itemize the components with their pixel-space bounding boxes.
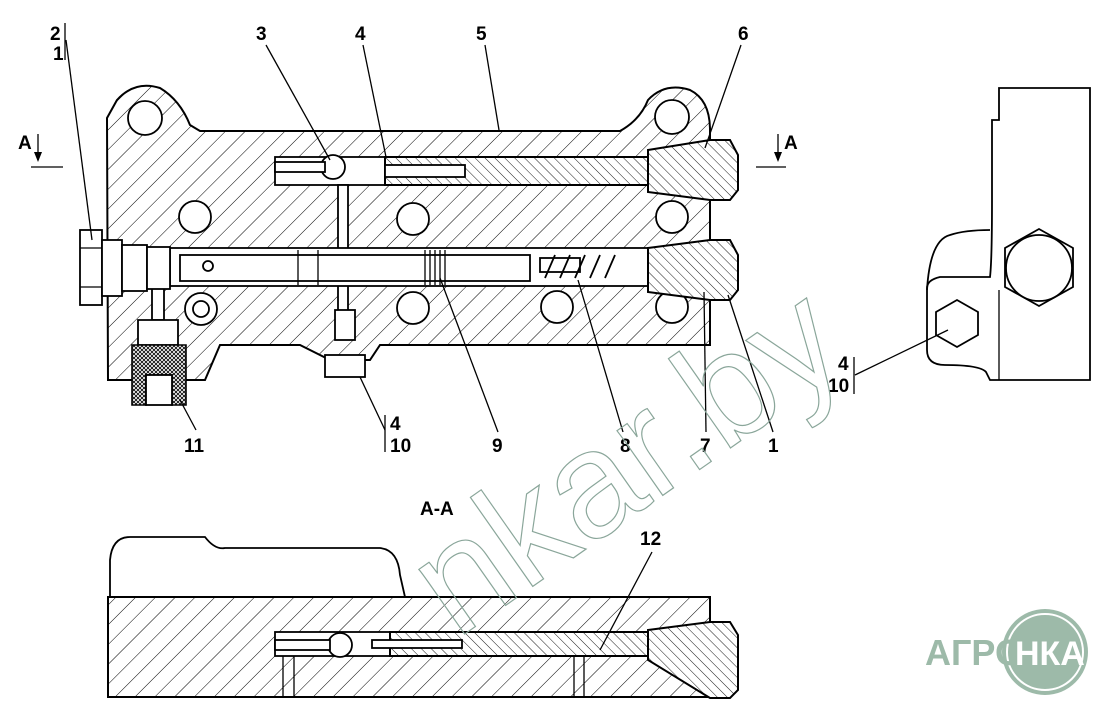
- hex-plug: [935, 298, 979, 349]
- side-view: 4 10: [828, 87, 1091, 397]
- upper-plug: [647, 139, 739, 201]
- callout-4-10-top: 4: [390, 414, 401, 435]
- svg-text:A: A: [18, 133, 32, 154]
- right-plug: [647, 239, 739, 301]
- left-nut: [79, 229, 171, 306]
- callout-8: 8: [620, 436, 631, 457]
- callout-1-left: 1: [53, 44, 64, 65]
- mount-hole: [127, 100, 163, 136]
- spring: [539, 254, 616, 279]
- vertical-drill: [337, 184, 349, 251]
- spool-grooves: [424, 250, 446, 285]
- callout-1: 1: [768, 436, 779, 457]
- spool: [179, 254, 531, 282]
- section-marker-left: A: [18, 133, 63, 168]
- mount-hole: [178, 200, 212, 234]
- callout-4: 4: [355, 24, 366, 45]
- callout-11: 11: [184, 436, 205, 457]
- plunger-bore: [384, 164, 466, 178]
- section-plug: [647, 621, 739, 699]
- main-view: [79, 84, 739, 406]
- mount-hole: [654, 99, 690, 135]
- vertical-drill: [151, 284, 165, 321]
- hex-bolt: [1004, 227, 1074, 308]
- callout-5: 5: [476, 24, 487, 45]
- logo-circle: [1002, 609, 1088, 695]
- hex-bolt-head: [1005, 234, 1073, 302]
- callout-12: 12: [640, 529, 661, 550]
- agronka-logo: АГРО НКА: [925, 609, 1088, 695]
- section-title: A-A: [420, 499, 454, 520]
- callout-2: 2: [50, 24, 61, 45]
- upper-channel-pin: [274, 161, 326, 173]
- logo-text-left: АГРО: [925, 632, 1023, 673]
- callout-7: 7: [700, 436, 711, 457]
- section-marker-right: A: [756, 133, 798, 168]
- mount-hole: [540, 290, 574, 324]
- spool-pin-hole: [202, 260, 214, 272]
- callout-3: 3: [256, 24, 267, 45]
- fitting-11: [131, 319, 187, 406]
- mount-hole: [396, 202, 430, 236]
- svg-text:A: A: [784, 133, 798, 154]
- plug-4-10: [324, 309, 366, 378]
- callout-9: 9: [492, 436, 503, 457]
- mount-hole: [396, 291, 430, 325]
- side-callout-10: 10: [828, 376, 849, 397]
- side-callout-4: 4: [838, 354, 849, 375]
- callouts: 2 1 3 4 5 6 11 4 10 9 8 7 1: [50, 23, 779, 457]
- section-ball: [327, 632, 353, 658]
- callout-4-10-bottom: 10: [390, 436, 411, 457]
- section-a-a-view: 12: [107, 529, 739, 699]
- callout-6: 6: [738, 24, 749, 45]
- round-plug-inner: [192, 300, 210, 318]
- logo-text-right: НКА: [1015, 635, 1085, 673]
- mount-hole: [655, 200, 689, 234]
